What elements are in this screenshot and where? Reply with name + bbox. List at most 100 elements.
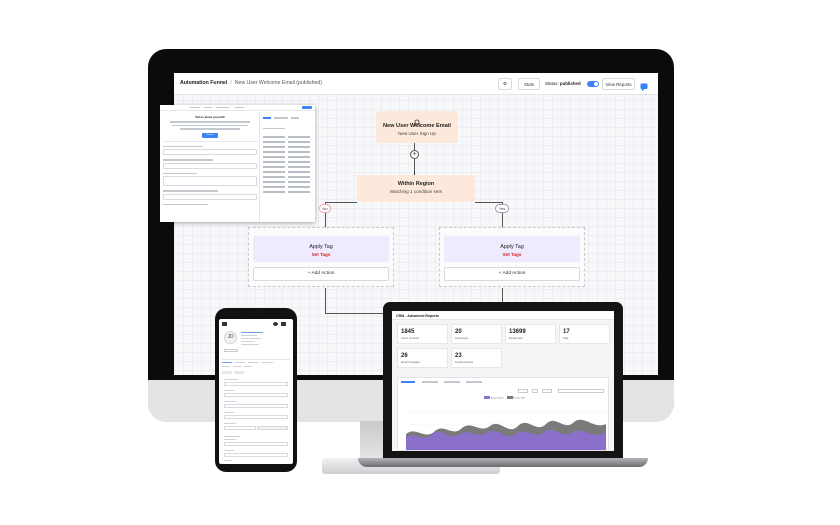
profile-field[interactable] [224, 415, 288, 419]
add-action-label: Add Action [311, 271, 335, 276]
breadcrumb-title[interactable]: Automation Funnel [180, 80, 228, 86]
profile-field[interactable] [224, 393, 288, 397]
add-action-button[interactable]: + Add Action [253, 267, 389, 281]
form-textarea[interactable] [163, 176, 257, 186]
avatar: JD [224, 331, 237, 344]
add-action-button[interactable]: + Add Action [444, 267, 580, 281]
chart-tab[interactable] [466, 381, 482, 383]
form-builder-toolbar [160, 105, 315, 111]
legend-label: Email Opens [491, 397, 504, 400]
reports-title: CRM - Advanced Reports [392, 311, 614, 320]
form-element-list[interactable] [260, 133, 313, 196]
filter-chip[interactable] [234, 371, 244, 374]
breadcrumb: Automation Funnel/New User Welcome Email… [180, 80, 322, 86]
apply-tag-node[interactable]: Apply Tag Set Tags [444, 236, 580, 262]
condition-subtitle: Matching 1 condition sets [390, 189, 442, 194]
branch-no-container: Apply Tag Set Tags + Add Action [248, 227, 394, 287]
add-step-button[interactable]: + [410, 150, 419, 159]
condition-title: Within Region [397, 181, 435, 187]
connector-line [325, 202, 326, 228]
stat-card: 1845 Active Contacts [397, 324, 448, 344]
form-preview: Tell us about yourself! Submit [163, 113, 257, 207]
settings-button[interactable]: ⚙ [498, 78, 512, 90]
plus-icon: + [307, 271, 312, 276]
stat-value: 13699 [509, 329, 526, 335]
stat-label: Tags [563, 337, 569, 340]
chart-tab-active[interactable] [401, 381, 415, 383]
stats-label: Stats [523, 81, 534, 87]
stat-label: Pending Emails [455, 361, 474, 364]
stat-card: 17 Tags [559, 324, 610, 344]
connector-line [325, 202, 357, 203]
legend-swatch [506, 396, 513, 399]
date-range-select[interactable] [542, 389, 552, 393]
stat-card: 26 Email Templates [397, 348, 448, 368]
status-value: published [559, 81, 581, 86]
status-indicator: Status: published [545, 81, 581, 86]
action-title: Apply Tag [309, 244, 333, 250]
phone-notch [240, 311, 274, 316]
stat-label: Active Contacts [401, 337, 420, 340]
connector-line [502, 288, 503, 314]
area-chart [406, 411, 606, 450]
stat-card: 13699 Emails Sent [505, 324, 556, 344]
publish-toggle[interactable] [587, 81, 599, 87]
compare-select[interactable] [558, 389, 604, 393]
date-range-select[interactable] [518, 389, 528, 393]
profile-field[interactable] [224, 442, 288, 446]
connector-line [414, 143, 415, 175]
action-subtitle: Set Tags [311, 252, 331, 257]
connector-line [475, 202, 503, 203]
stat-value: 17 [563, 329, 570, 335]
form-field[interactable] [163, 149, 257, 155]
action-subtitle: Set Tags [502, 252, 522, 257]
stat-label: Emails Sent [509, 337, 523, 340]
form-field[interactable] [163, 162, 257, 169]
stat-value: 26 [401, 353, 408, 359]
legend-item: Email Opens [484, 396, 504, 400]
stat-card: 20 Campaigns [451, 324, 502, 344]
plus-icon: + [412, 151, 417, 158]
save-form-button[interactable] [302, 106, 312, 109]
chat-icon[interactable] [640, 79, 648, 92]
close-icon[interactable] [281, 322, 286, 326]
form-elements-sidebar [259, 112, 313, 222]
legend-item: Emails Sent [506, 396, 526, 400]
menu-icon[interactable] [222, 322, 227, 326]
profile-field[interactable] [224, 404, 288, 408]
funnel-topbar: Automation Funnel/New User Welcome Email… [174, 73, 658, 95]
stat-label: Email Templates [401, 361, 420, 364]
email-chart-card: Email Opens Emails Sent [397, 377, 609, 451]
form-submit-button[interactable]: Submit [202, 132, 218, 138]
action-title: Apply Tag [500, 244, 524, 250]
chart-legend: Email Opens Emails Sent [484, 396, 525, 400]
condition-node[interactable]: Within Region Matching 1 condition sets [357, 175, 475, 202]
filter-chip[interactable] [222, 371, 232, 374]
stats-button[interactable]: Stats [518, 78, 540, 90]
period-select[interactable] [532, 389, 538, 393]
chart-tab[interactable] [422, 381, 438, 383]
profile-field[interactable] [224, 426, 256, 430]
legend-label: Emails Sent [513, 397, 526, 400]
view-reports-button[interactable]: View Reports [602, 78, 635, 90]
reports-screen: CRM - Advanced Reports 1845 Active Conta… [392, 311, 614, 451]
stat-value: 23 [455, 353, 462, 359]
profile-field[interactable] [224, 453, 288, 457]
trigger-title: New User Welcome Email [383, 123, 451, 129]
profile-field[interactable] [224, 382, 288, 386]
stat-card: 23 Pending Emails [451, 348, 502, 368]
apply-tag-node[interactable]: Apply Tag Set Tags [253, 236, 389, 262]
series-area-email-opens [406, 429, 606, 450]
legend-swatch [484, 396, 490, 399]
chart-tab[interactable] [444, 381, 460, 383]
profile-icon[interactable] [273, 322, 278, 326]
form-field[interactable] [163, 193, 257, 200]
trigger-node[interactable]: New User Welcome Email New User Sign Up [376, 111, 458, 143]
plus-icon: + [498, 271, 503, 276]
connector-line [325, 288, 326, 314]
branch-yes-container: Apply Tag Set Tags + Add Action [439, 227, 585, 287]
gear-icon: ⚙ [503, 81, 507, 86]
profile-field[interactable] [257, 426, 288, 430]
contact-profile-screen: JD [219, 319, 293, 464]
breadcrumb-current: New User Welcome Email (published) [234, 80, 322, 86]
